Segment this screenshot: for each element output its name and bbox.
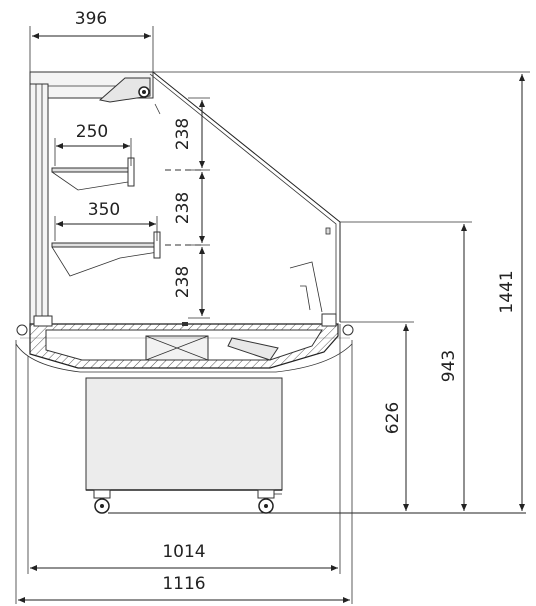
dim-shelf-spacing-1: 238 bbox=[173, 118, 193, 150]
base-cabinet bbox=[85, 377, 283, 491]
dim-front-height: 943 bbox=[439, 350, 459, 382]
lamp-housing bbox=[98, 77, 151, 103]
display-case bbox=[15, 71, 526, 514]
left-corner-icon bbox=[16, 324, 28, 336]
dim-shelf-spacing-3: 238 bbox=[173, 266, 193, 298]
dim-total-width: 1116 bbox=[162, 574, 205, 594]
dim-worktop-height: 626 bbox=[383, 402, 403, 434]
dim-shelf1-depth: 250 bbox=[76, 122, 108, 142]
dim-total-height: 1441 bbox=[497, 270, 517, 313]
shelf-upper bbox=[51, 157, 135, 191]
right-wheel-icon bbox=[257, 489, 282, 514]
right-corner-icon bbox=[342, 324, 354, 336]
dim-shelf2-depth: 350 bbox=[88, 200, 120, 220]
shelf-lower bbox=[51, 231, 161, 277]
dimensions: 396 250 350 238 238 238 1441 943 626 bbox=[15, 9, 530, 604]
left-wheel-icon bbox=[93, 489, 111, 514]
base-well bbox=[20, 323, 350, 369]
dim-shelf-spacing-2: 238 bbox=[173, 192, 193, 224]
dim-inner-width: 1014 bbox=[162, 542, 205, 562]
dim-top-depth: 396 bbox=[75, 9, 107, 29]
